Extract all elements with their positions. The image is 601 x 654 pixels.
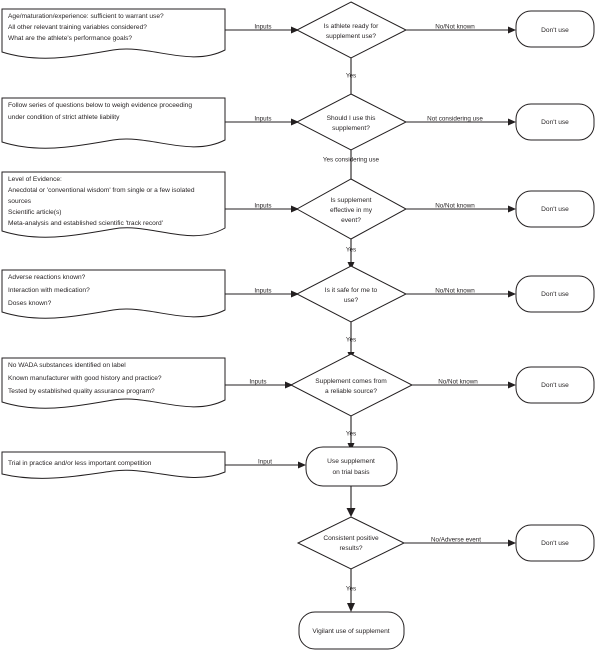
arrow-head-process6 <box>346 508 356 517</box>
decision-7-line-2: results? <box>339 545 362 552</box>
decision-5-line-1: Supplement comes from <box>315 378 387 385</box>
edge-label-input-1: Inputs <box>254 24 271 31</box>
arrow-head-no-7 <box>508 539 516 547</box>
row-6-group: Trial in practice and/or less important … <box>1 446 398 517</box>
document-5-line-3: Tested by established quality assurance … <box>8 388 155 395</box>
edge-label-yes-4: Yes <box>346 337 356 344</box>
document-3-line-1: Level of Evidence: <box>8 176 62 183</box>
process-6-line-1: Use supplement <box>327 458 375 465</box>
arrow-head-no-4 <box>508 290 516 298</box>
decision-4-line-1: Is it safe for me to <box>325 287 378 294</box>
decision-shape-2 <box>295 93 408 151</box>
decision-3-line-1: Is supplement <box>330 197 371 204</box>
terminal-shape-5 <box>515 366 595 404</box>
row-1-group: Age/maturation/experience: sufficient to… <box>1 1 595 103</box>
terminal-4-label: Don't use <box>541 291 569 298</box>
arrow-head-doc4 <box>291 290 299 298</box>
edge-label-yes-2: Yes considering use <box>323 157 380 164</box>
arrow-head-no-5 <box>508 381 516 389</box>
document-4-line-1: Adverse reactions known? <box>8 274 86 281</box>
arrow-head-doc2 <box>291 118 299 126</box>
edge-label-yes-3: Yes <box>346 247 356 254</box>
process-shape-8 <box>298 611 405 650</box>
decision-1-line-1: Is athlete ready for <box>324 23 379 30</box>
process-shape-6 <box>305 446 398 487</box>
edge-label-input-2: Inputs <box>254 116 271 123</box>
edge-label-input-6: Input <box>258 459 272 466</box>
process-8-line-1: Vigilant use of supplement <box>312 628 389 635</box>
edge-label-no-3: No/Not known <box>435 203 475 210</box>
edge-label-no-5: No/Not known <box>438 379 478 386</box>
decision-5-line-2: a reliable source? <box>325 388 377 395</box>
decision-shape-1 <box>295 1 408 59</box>
decision-shape-5 <box>289 353 414 417</box>
terminal-7-label: Don't use <box>541 540 569 547</box>
edge-label-input-5: Inputs <box>249 379 266 386</box>
edge-label-no-1: No/Not known <box>435 24 475 31</box>
edge-label-no-7: No/Adverse event <box>431 537 481 544</box>
document-1-line-2: All other relevant training variables co… <box>8 24 147 31</box>
terminal-shape-4 <box>515 275 595 313</box>
document-4-line-2: Interaction with medication? <box>8 287 90 294</box>
row-3-group: Level of Evidence: Anecdotal or 'convent… <box>1 171 595 270</box>
arrow-head-no-3 <box>508 205 516 213</box>
arrow-head-doc3 <box>291 205 299 213</box>
decision-2-line-1: Should I use this <box>327 115 376 122</box>
document-5-line-1: No WADA substances identified on label <box>8 362 126 369</box>
decision-3-line-2: effective in my <box>330 207 373 214</box>
terminal-shape-3 <box>515 190 595 228</box>
terminal-shape-1 <box>515 10 595 48</box>
document-1-line-3: What are the athlete's performance goals… <box>8 35 132 42</box>
arrow-head-doc1 <box>291 26 299 34</box>
document-5-line-2: Known manufacturer with good history and… <box>8 375 162 382</box>
document-3-line-4: Scientific article(s) <box>8 209 62 216</box>
document-6-line-1: Trial in practice and/or less important … <box>8 460 152 467</box>
terminal-3-label: Don't use <box>541 206 569 213</box>
edge-label-no-2: Not considering use <box>427 116 483 123</box>
arrow-head-doc5 <box>285 381 293 389</box>
edge-label-input-4: Inputs <box>254 288 271 295</box>
document-4-line-3: Doses known? <box>8 300 52 307</box>
decision-shape-7 <box>296 516 406 570</box>
decision-2-line-2: supplement? <box>332 125 370 132</box>
edge-label-yes-5: Yes <box>346 431 356 438</box>
arrow-head-doc6 <box>298 461 306 469</box>
terminal-shape-7 <box>515 524 595 562</box>
document-shape-5 <box>1 357 226 409</box>
edge-label-yes-1: Yes <box>346 73 356 80</box>
decision-shape-4 <box>295 265 408 323</box>
terminal-2-label: Don't use <box>541 119 569 126</box>
terminal-1-label: Don't use <box>541 27 569 34</box>
row-8-group: Vigilant use of supplement <box>298 611 405 650</box>
decision-7-line-1: Consistent positive <box>323 535 379 542</box>
document-3-line-3: sources <box>8 198 32 205</box>
arrow-head-no-2 <box>508 118 516 126</box>
terminal-5-label: Don't use <box>541 382 569 389</box>
document-shape-3 <box>1 171 226 238</box>
document-2-line-2: under condition of strict athlete liabil… <box>8 114 120 121</box>
terminal-shape-2 <box>515 103 595 141</box>
edge-label-yes-7: Yes <box>346 586 356 593</box>
edge-label-input-3: Inputs <box>254 203 271 210</box>
decision-1-line-2: supplement use? <box>326 33 377 40</box>
arrow-head-no-1 <box>508 26 516 34</box>
row-5-group: No WADA substances identified on label K… <box>1 353 595 451</box>
document-shape-1 <box>1 8 226 59</box>
process-6-line-2: on trial basis <box>332 469 370 476</box>
document-3-line-2: Anecdotal or 'conventional wisdom' from … <box>8 187 195 194</box>
row-2-group: Follow series of questions below to weig… <box>1 93 595 191</box>
edge-label-no-4: No/Not known <box>435 288 475 295</box>
row-7-group: Consistent positive results? No/Adverse … <box>296 516 595 612</box>
arrow-head-yes-7 <box>347 603 355 612</box>
document-shape-6 <box>1 451 226 479</box>
decision-3-line-3: event? <box>341 217 361 224</box>
document-shape-2 <box>1 97 226 149</box>
document-2-line-1: Follow series of questions below to weig… <box>8 102 192 109</box>
row-4-group: Adverse reactions known? Interaction wit… <box>1 265 595 360</box>
document-1-line-1: Age/maturation/experience: sufficient to… <box>8 13 164 20</box>
document-shape-4 <box>1 269 226 319</box>
decision-4-line-2: use? <box>344 297 359 304</box>
document-3-line-5: Meta-analysis and established scientific… <box>8 220 163 227</box>
